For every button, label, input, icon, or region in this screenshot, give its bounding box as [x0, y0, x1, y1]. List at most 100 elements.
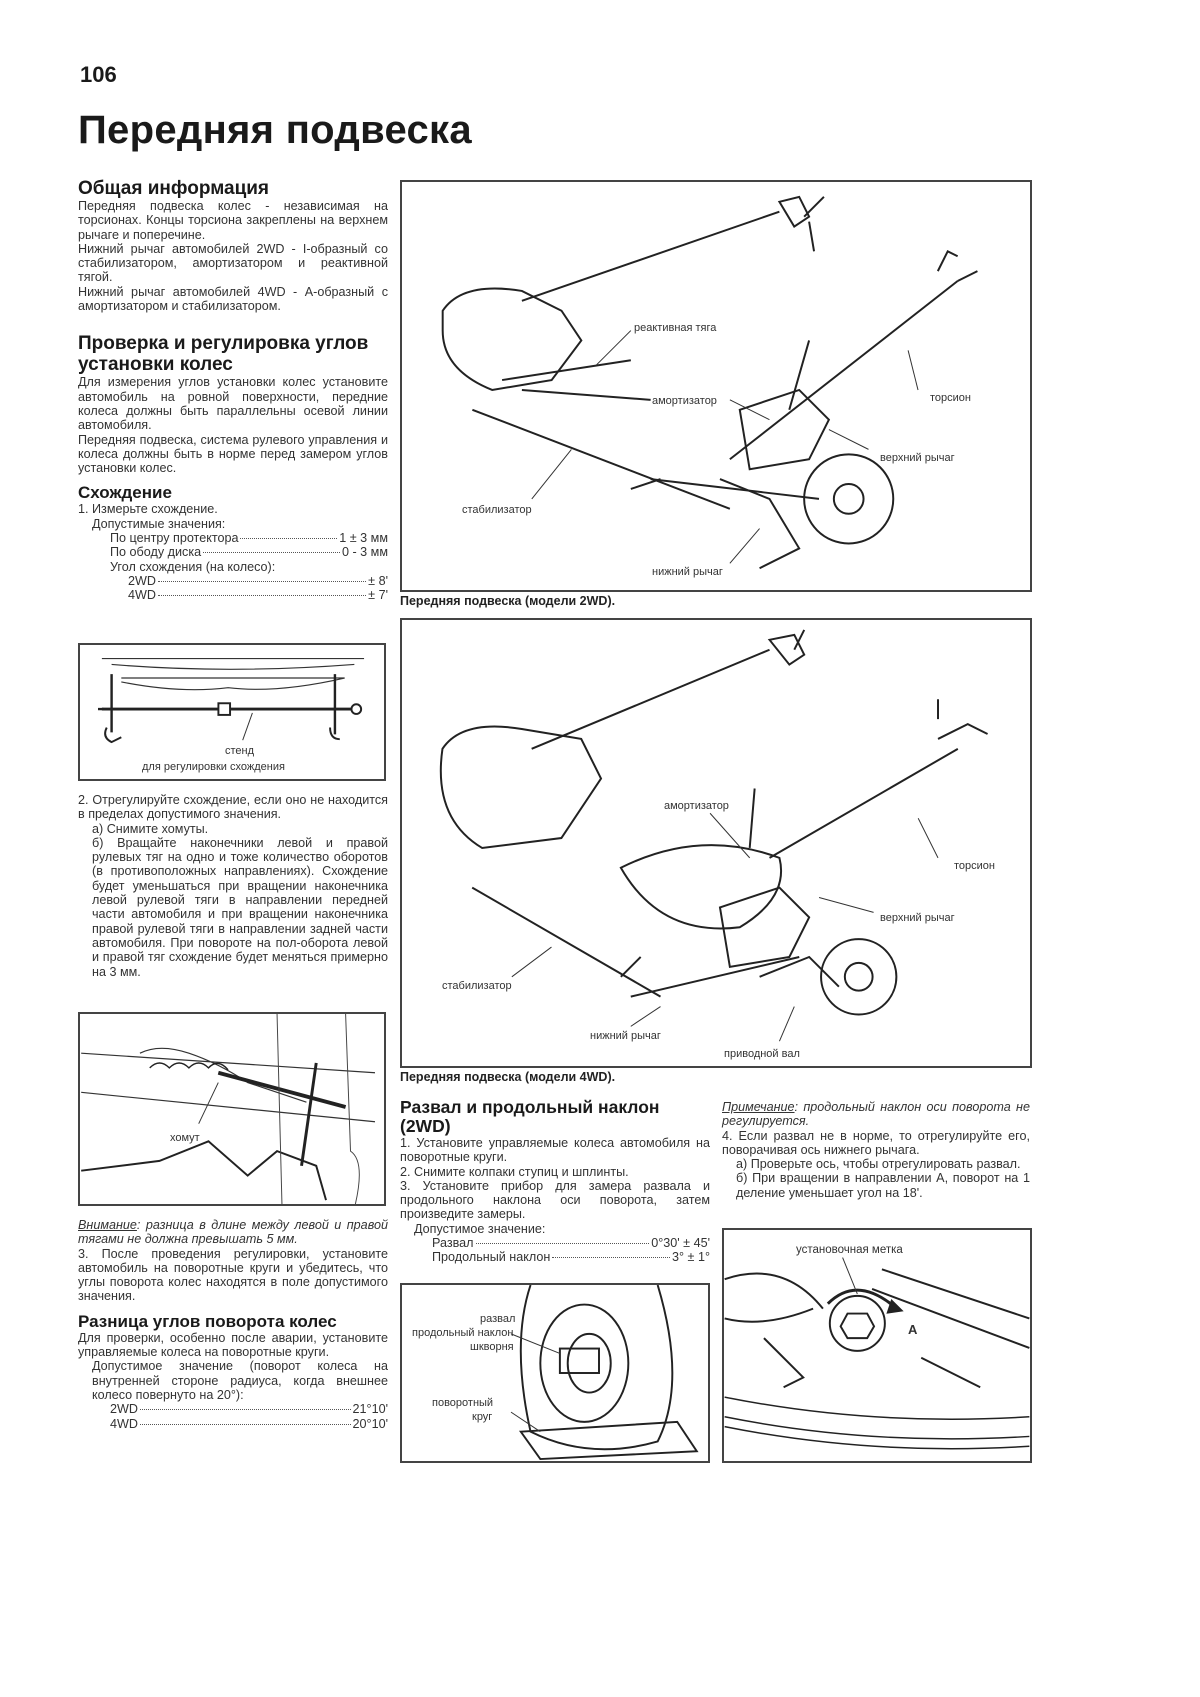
paragraph: Нижний рычаг автомобилей 2WD - I-образны…: [78, 241, 388, 285]
spec-row: 2WD ± 8': [78, 574, 388, 588]
suspension-4wd-drawing: [439, 629, 989, 1042]
step: б) Вращайте наконечники левой и правой р…: [92, 835, 388, 979]
camber-adjust-drawing: [724, 1257, 1030, 1450]
label-torsion: торсион: [930, 392, 971, 404]
figure-label: развал: [480, 1313, 516, 1325]
step: 3. Установите прибор для замера развала …: [400, 1178, 710, 1222]
paragraph: Для проверки, особенно после аварии, уст…: [78, 1330, 388, 1360]
step: 2. Отрегулируйте схождение, если оно не …: [78, 793, 388, 822]
toe-gauge-figure: стенд для регулировки схождения: [78, 643, 386, 781]
paragraph: Для измерения углов установки колес уста…: [78, 375, 388, 433]
spec-label: 4WD: [128, 588, 156, 603]
right-column-text: Примечание: продольный наклон оси поворо…: [722, 1100, 1030, 1200]
spec-label: Развал: [432, 1236, 474, 1251]
paragraph: Передняя подвеска, система рулевого упра…: [78, 432, 388, 476]
label-torsion: торсион: [954, 860, 995, 872]
spec-row: По ободу диска 0 - 3 мм: [78, 545, 388, 559]
spec-row: 4WD 20°10': [78, 1417, 388, 1431]
figure-2wd-caption: Передняя подвеска (модели 2WD).: [400, 594, 616, 608]
label-shock: амортизатор: [664, 800, 729, 812]
camber-section: Развал и продольный наклон (2WD) 1. Уста…: [400, 1098, 710, 1265]
toe-specs: 1. Измерьте схождение. Допустимые значен…: [78, 502, 388, 602]
camber-gauge-drawing: [510, 1285, 699, 1461]
step: а) Снимите хомуты.: [92, 821, 209, 836]
label-drive-shaft: приводной вал: [724, 1048, 800, 1060]
figure-label: стенд: [225, 745, 255, 757]
heading-general: Общая информация: [78, 178, 270, 199]
spec-row: По центру протектора 1 ± 3 мм: [78, 531, 388, 545]
spec-value: 3° ± 1°: [672, 1250, 710, 1265]
step: 3. После проведения регулировки, установ…: [78, 1246, 388, 1304]
spec-row: 4WD ± 7': [78, 588, 388, 602]
spec-value: ± 8': [368, 573, 388, 588]
label-reactive-rod: реактивная тяга: [634, 322, 717, 334]
spec-value: 21°10': [352, 1402, 388, 1417]
allowed-label: Допустимое значение:: [414, 1221, 546, 1236]
page-number: 106: [80, 62, 117, 87]
step: 1. Измерьте схождение.: [78, 502, 218, 517]
clamp-figure: хомут: [78, 1012, 386, 1206]
toe-adjust-text: 2. Отрегулируйте схождение, если оно не …: [78, 793, 388, 979]
label-stabilizer: стабилизатор: [442, 980, 512, 992]
spec-label: По ободу диска: [110, 545, 202, 560]
camber-text: 1. Установите управляемые колеса автомоб…: [400, 1136, 710, 1265]
step: 2. Снимите колпаки ступиц и шплинты.: [400, 1164, 629, 1179]
figure-label: для регулировки схождения: [142, 761, 285, 773]
heading-camber: Развал и продольный наклон (2WD): [400, 1097, 660, 1136]
left-column-top: Общая информация Передняя подвеска колес…: [78, 178, 388, 603]
label-upper-arm: верхний рычаг: [880, 452, 955, 464]
general-text: Передняя подвеска колес - независимая на…: [78, 199, 388, 313]
page-title: Передняя подвеска: [78, 108, 472, 152]
heading-turn: Разница углов поворота колес: [78, 1311, 337, 1331]
spec-value: 0 - 3 мм: [341, 545, 388, 560]
spec-label: 4WD: [110, 1416, 138, 1431]
paragraph: Передняя подвеска колес - независимая на…: [78, 199, 388, 242]
warning-word: Внимание: [78, 1218, 137, 1232]
heading-check: Проверка и регулировка углов установки к…: [78, 333, 369, 376]
camber-adjust-figure: установочная метка A: [722, 1228, 1032, 1463]
allowed-label: Допустимые значения:: [92, 516, 226, 531]
warning-note: Внимание: разница в длине между левой и …: [78, 1218, 388, 1247]
toe-gauge-drawing: [98, 658, 365, 744]
figure-label-direction: A: [908, 1322, 918, 1337]
figure-label-clamp: хомут: [170, 1132, 200, 1144]
spec-row: Развал 0°30' ± 45': [400, 1236, 710, 1250]
toe-bottom-text: Внимание: разница в длине между левой и …: [78, 1218, 388, 1431]
angle-label: Угол схождения (на колесо):: [110, 559, 276, 574]
figure-label-mark: установочная метка: [796, 1244, 903, 1256]
figure-label: круг: [472, 1411, 493, 1423]
label-stabilizer: стабилизатор: [462, 504, 532, 516]
label-upper-arm: верхний рычаг: [880, 912, 955, 924]
spec-value: 1 ± 3 мм: [339, 531, 388, 546]
step: б) При вращении в направлении А, поворот…: [736, 1171, 1030, 1200]
spec-label: По центру протектора: [110, 531, 239, 546]
figure-label: поворотный: [432, 1397, 494, 1409]
spec-label: 2WD: [128, 573, 156, 588]
caster-note: Примечание: продольный наклон оси поворо…: [722, 1100, 1030, 1129]
figure-4wd: амортизатор торсион верхний рычаг стабил…: [400, 618, 1032, 1068]
step: а) Проверьте ось, чтобы отрегулировать р…: [736, 1157, 1021, 1172]
spec-row: Продольный наклон 3° ± 1°: [400, 1250, 710, 1264]
step: 4. Если развал не в норме, то отрегулиру…: [722, 1128, 1030, 1157]
camber-gauge-figure: развал продольный наклон шкворня поворот…: [400, 1283, 710, 1463]
label-lower-arm: нижний рычаг: [590, 1030, 661, 1042]
heading-toe: Схождение: [78, 483, 172, 503]
figure-label: шкворня: [470, 1341, 514, 1353]
figure-4wd-caption: Передняя подвеска (модели 4WD).: [400, 1070, 616, 1084]
spec-label: Продольный наклон: [432, 1250, 551, 1265]
note-text: : продольный наклон оси поворота не регу…: [722, 1100, 1030, 1129]
figure-label: продольный наклон: [412, 1327, 514, 1339]
spec-label: 2WD: [110, 1402, 138, 1417]
check-text: Для измерения углов установки колес уста…: [78, 375, 388, 475]
note-word: Примечание: [722, 1100, 795, 1114]
spec-value: ± 7': [368, 588, 388, 603]
suspension-2wd-drawing: [441, 195, 978, 570]
label-lower-arm: нижний рычаг: [652, 566, 723, 578]
paragraph: Нижний рычаг автомобилей 4WD - А-образны…: [78, 284, 388, 314]
spec-value: 20°10': [352, 1416, 388, 1431]
figure-2wd: реактивная тяга торсион амортизатор верх…: [400, 180, 1032, 592]
warning-text: : разница в длине между левой и правой т…: [78, 1218, 388, 1247]
spec-row: 2WD 21°10': [78, 1402, 388, 1416]
spec-value: 0°30' ± 45': [651, 1236, 710, 1251]
clamp-drawing: [81, 1014, 376, 1204]
